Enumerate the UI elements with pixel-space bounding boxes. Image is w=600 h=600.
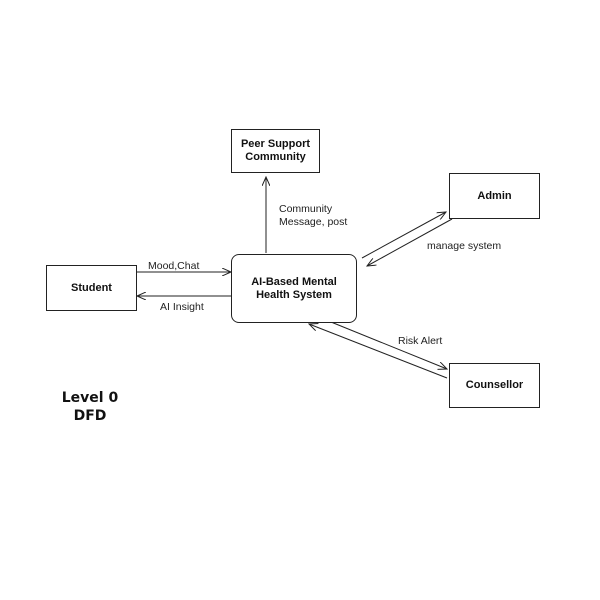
arrow-counsellor-to-process	[309, 324, 448, 379]
flow-label-community: Community Message, post	[279, 203, 348, 228]
counsellor-entity: Counsellor	[449, 363, 540, 408]
student-label: Student	[71, 281, 112, 294]
peer-support-community-label: Peer Support Community	[240, 138, 311, 163]
arrow-admin-to-process	[367, 218, 453, 266]
admin-label: Admin	[477, 189, 512, 202]
flow-label-manage-system: manage system	[427, 240, 502, 252]
diagram-title: Level 0 DFD	[61, 390, 119, 424]
flow-label-risk-alert: Risk Alert	[398, 335, 443, 347]
flow-label-ai-insight: AI Insight	[160, 301, 204, 313]
student-entity: Student	[46, 265, 137, 311]
flow-label-mood-chat: Mood,Chat	[148, 260, 200, 272]
process-label: AI-Based Mental Health System	[251, 275, 337, 301]
peer-support-community-entity: Peer Support Community	[231, 129, 320, 173]
arrow-to-admin	[361, 212, 446, 259]
ai-mental-health-system-process: AI-Based Mental Health System	[231, 254, 357, 323]
counsellor-label: Counsellor	[465, 379, 524, 391]
admin-entity: Admin	[449, 173, 540, 219]
arrow-to-counsellor	[330, 321, 447, 369]
